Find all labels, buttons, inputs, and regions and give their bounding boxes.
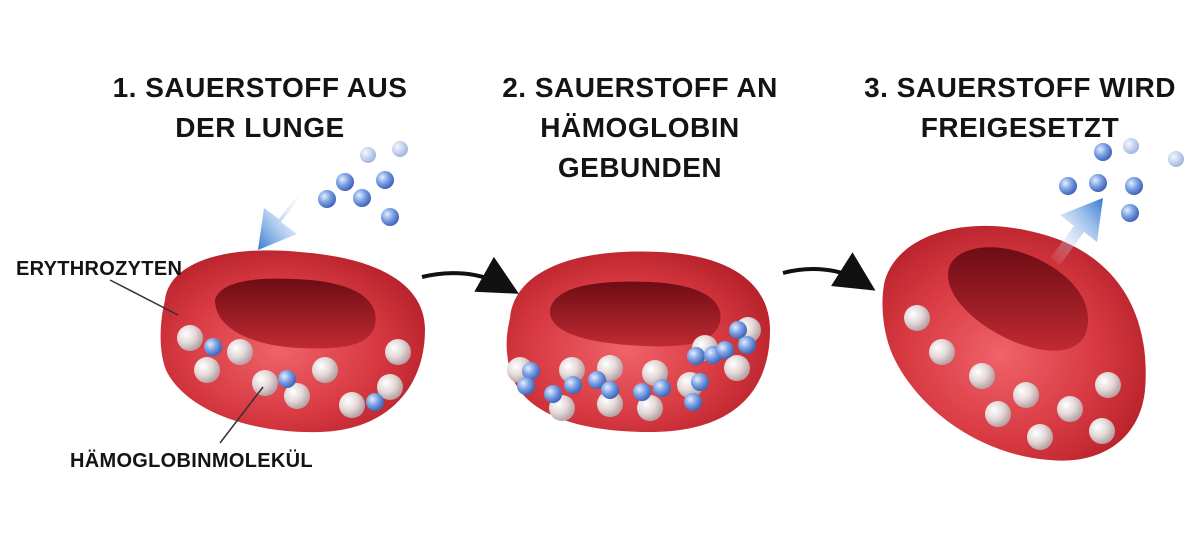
hemoglobin-leader-line — [219, 386, 264, 444]
step-1-title-line-1: 1. SAUERSTOFF AUS — [112, 72, 408, 103]
step-3-title: 3. SAUERSTOFF WIRD FREIGESETZT — [850, 68, 1190, 148]
step-2-title-line-2: HÄMOGLOBIN — [540, 112, 740, 143]
step-2-title-line-1: 2. SAUERSTOFF AN — [502, 72, 778, 103]
hemoglobin-molecules-1 — [177, 325, 411, 418]
step-2-title: 2. SAUERSTOFF AN HÄMOGLOBIN GEBUNDEN — [475, 68, 805, 188]
step-3-title-line-1: 3. SAUERSTOFF WIRD — [864, 72, 1176, 103]
step-arrow-2 — [782, 252, 876, 291]
red-blood-cell-1 — [160, 250, 425, 433]
step-1-title: 1. SAUERSTOFF AUS DER LUNGE — [95, 68, 425, 148]
free-oxygen-molecules-3 — [1059, 138, 1184, 222]
erythrocyte-label: ERYTHROZYTEN — [16, 258, 183, 280]
step-3-title-line-2: FREIGESETZT — [920, 112, 1120, 143]
step-1-title-line-2: DER LUNGE — [175, 112, 345, 143]
hemoglobin-molecules-3 — [904, 305, 1121, 450]
oxygen-inflow-arrow — [258, 187, 306, 250]
step-2-title-line-3: GEBUNDEN — [557, 152, 723, 183]
erythrocyte-leader-line — [109, 279, 179, 316]
hemoglobin-label: HÄMOGLOBINMOLEKÜL — [70, 450, 313, 472]
step-arrow-1 — [421, 256, 519, 294]
oxygen-outflow-arrow — [1050, 198, 1103, 265]
free-oxygen-molecules-1 — [318, 141, 408, 226]
bound-oxygen-2 — [517, 321, 756, 411]
bound-oxygen-1 — [204, 338, 384, 411]
